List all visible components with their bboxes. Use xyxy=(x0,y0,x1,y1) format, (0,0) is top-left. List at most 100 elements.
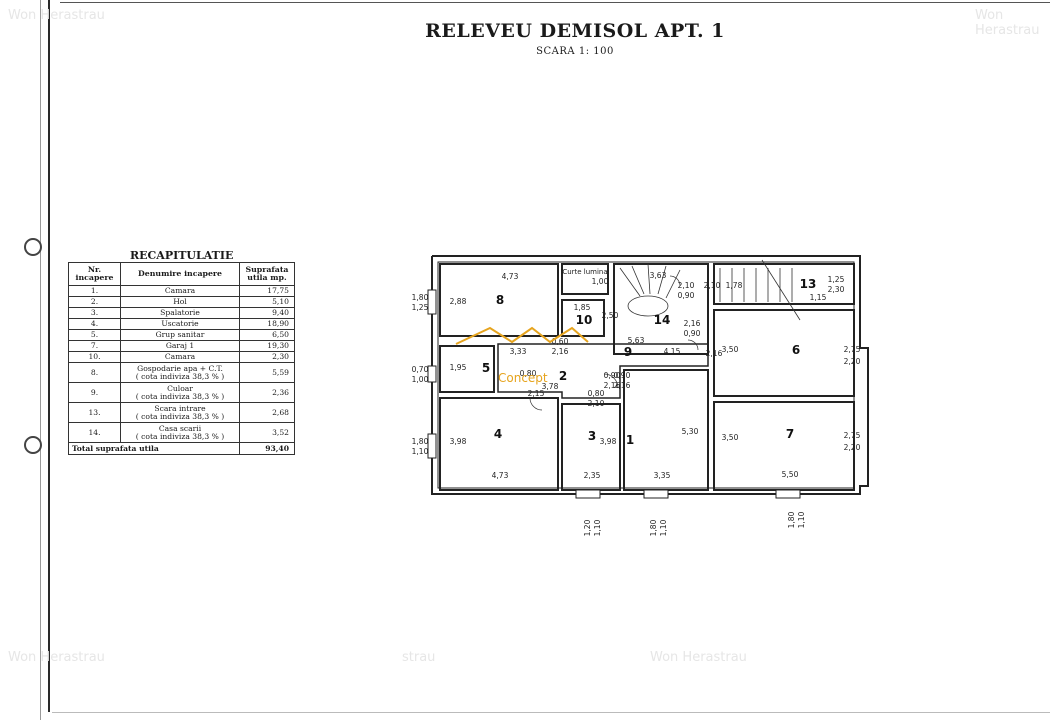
table-header-row: Nr. incapere Denumire incapere Suprafata… xyxy=(68,262,295,286)
logo-text: Concept xyxy=(498,371,548,385)
column-header: Suprafata utila mp. xyxy=(239,262,295,286)
dimension-label: 0,90 xyxy=(614,371,631,380)
window xyxy=(775,489,801,499)
watermark: Won Herastrau xyxy=(8,650,105,665)
dimension-label: 1,78 xyxy=(726,281,743,290)
dimension-label: 2,10 xyxy=(704,281,721,290)
row-number: 1. xyxy=(68,285,121,297)
room-area: 3,52 xyxy=(239,422,295,443)
dimension-label: 0,80 xyxy=(588,389,605,398)
window-label-bottom: 1,10 xyxy=(659,519,668,536)
recap-title: RECAPITULATIE xyxy=(130,249,234,262)
room-name: Culoar( cota indiviza 38,3 % ) xyxy=(120,382,240,403)
room-name-main: Culoar xyxy=(167,383,193,393)
dimension-label: 2,75 xyxy=(844,431,861,440)
window-label-bottom: 1,10 xyxy=(797,511,806,528)
room-area: 5,59 xyxy=(239,362,295,383)
watermark-partial: strau xyxy=(402,650,436,665)
table-row: 5. Grup sanitar 6,50 xyxy=(68,329,295,341)
dimension-label: 3,63 xyxy=(650,271,667,280)
room-outline xyxy=(497,343,709,399)
row-number: 10. xyxy=(68,351,121,363)
total-label: Total suprafata utila xyxy=(68,442,240,455)
dimension-label: 3,98 xyxy=(450,437,467,446)
door-swing xyxy=(669,275,681,287)
room-outline xyxy=(439,263,559,337)
door-swing xyxy=(529,397,543,411)
room-name: Camara xyxy=(120,351,240,363)
room-number: 8 xyxy=(496,293,504,307)
room-number: 5 xyxy=(482,361,490,375)
dimension-label: 2,88 xyxy=(450,297,467,306)
room-outline xyxy=(613,263,709,355)
room-name-share: ( cota indiviza 38,3 % ) xyxy=(135,411,225,421)
dimension-label: 3,98 xyxy=(600,437,617,446)
dimension-label: 2,20 xyxy=(844,357,861,366)
dimension-label: 2,35 xyxy=(584,471,601,480)
floor-plan-drawing: 1 2 3 4 5 6 7 8 9 10 13 14 4,73 2,88 3,3… xyxy=(412,255,869,536)
room-area: 18,90 xyxy=(239,318,295,330)
room-number: 2 xyxy=(559,369,567,383)
dimension-label: 2,50 xyxy=(602,311,619,320)
table-row: 9. Culoar( cota indiviza 38,3 % ) 2,36 xyxy=(68,382,295,403)
dimension-label: 5,63 xyxy=(628,336,645,345)
window-label-top: 1,80 xyxy=(787,511,796,528)
floor-plan: 1 2 3 4 5 6 7 8 9 10 13 14 4,73 2,88 3,3… xyxy=(400,248,880,538)
dimension-label: 2,16 xyxy=(684,319,701,328)
dimension-label: 2,30 xyxy=(828,285,845,294)
room-area: 2,36 xyxy=(239,382,295,403)
row-number: 3. xyxy=(68,307,121,319)
stair-steps xyxy=(719,268,793,302)
dimension-label: 1,25 xyxy=(828,275,845,284)
dimension-label: 3,35 xyxy=(654,471,671,480)
window xyxy=(427,289,437,315)
room-number: 14 xyxy=(654,313,671,327)
dimension-label: 1,15 xyxy=(810,293,827,302)
room-number: 13 xyxy=(800,277,817,291)
dimension-label: 0,80 xyxy=(520,369,537,378)
window-label-bottom: 1,00 xyxy=(412,375,429,384)
room-number: 7 xyxy=(786,427,794,441)
dimension-label: 1,00 xyxy=(592,277,609,286)
room-area: 19,30 xyxy=(239,340,295,352)
dimension-label: 2,16 xyxy=(552,347,569,356)
dimension-label: 2,16 xyxy=(706,349,723,358)
table-row: 4. Uscatorie 18,90 xyxy=(68,318,295,330)
door-swing xyxy=(603,373,619,389)
window-label-top: 1,80 xyxy=(412,293,429,302)
room-area: 2,68 xyxy=(239,402,295,423)
window-label-top: 1,80 xyxy=(412,437,429,446)
punch-hole xyxy=(24,238,42,256)
dimension-label: 0,90 xyxy=(684,329,701,338)
dimension-label: 4,73 xyxy=(492,471,509,480)
table-row: 13. Scara intrare( cota indiviza 38,3 % … xyxy=(68,402,295,423)
row-number: 14. xyxy=(68,422,121,443)
room-area: 6,50 xyxy=(239,329,295,341)
window xyxy=(643,489,669,499)
room-area: 9,40 xyxy=(239,307,295,319)
room-outline xyxy=(561,299,605,337)
window-label-top: 1,20 xyxy=(583,519,592,536)
room-area: 5,10 xyxy=(239,296,295,308)
bottom-border-line xyxy=(52,712,1050,713)
room-name-main: Gospodarie apa + C.T. xyxy=(137,363,223,373)
total-value: 93,40 xyxy=(239,442,295,455)
window-label-top: 1,80 xyxy=(649,519,658,536)
stair-treads xyxy=(619,263,681,299)
window xyxy=(427,365,437,383)
column-header: Denumire incapere xyxy=(120,262,240,286)
room-area: 2,30 xyxy=(239,351,295,363)
window-label-bottom: 1,10 xyxy=(593,519,602,536)
row-number: 13. xyxy=(68,402,121,423)
room-outline xyxy=(561,263,609,295)
table-row: 3. Spalatorie 9,40 xyxy=(68,307,295,319)
stair-core xyxy=(627,295,669,317)
concept-logo xyxy=(455,326,589,345)
room-name: Camara xyxy=(120,285,240,297)
punch-hole xyxy=(24,436,42,454)
room-name-main: Scara intrare xyxy=(154,403,206,413)
room-name: Spalatorie xyxy=(120,307,240,319)
room-name-share: ( cota indiviza 38,3 % ) xyxy=(135,391,225,401)
dimension-label: 4,15 xyxy=(664,347,681,356)
